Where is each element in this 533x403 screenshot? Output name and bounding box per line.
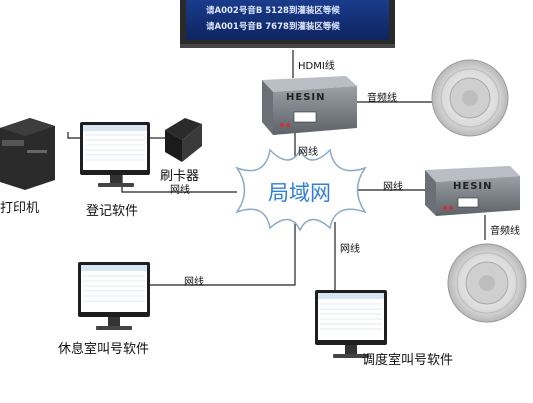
card-reader-label: 刷卡器 bbox=[160, 169, 200, 184]
display-line-1: 请A002号音B 5128到灌装区等候 bbox=[206, 6, 340, 16]
box-brand-top: HESIN bbox=[286, 92, 326, 103]
net-link-label-rest: 网线 bbox=[184, 277, 204, 288]
display-line-2: 请A001号音B 7678到灌装区等候 bbox=[206, 22, 340, 32]
net-link-label-register: 网线 bbox=[170, 185, 190, 196]
printer bbox=[0, 118, 55, 190]
audio-link-label-top: 音频线 bbox=[367, 93, 397, 104]
speaker-top bbox=[431, 59, 509, 137]
net-link-label-right: 网线 bbox=[383, 182, 403, 193]
monitor-dispatch bbox=[315, 290, 387, 358]
monitor-rest bbox=[78, 262, 150, 330]
display-screen bbox=[180, 0, 395, 48]
card-reader bbox=[165, 118, 202, 162]
rest-pc-label: 休息室叫号软件 bbox=[58, 342, 150, 357]
monitor-register bbox=[80, 122, 150, 187]
register-pc-label: 登记软件 bbox=[86, 204, 139, 219]
controller-box-top bbox=[262, 76, 357, 135]
lan-hub-label: 局域网 bbox=[268, 181, 331, 205]
dispatch-pc-label: 调度室叫号软件 bbox=[362, 353, 454, 368]
controller-box-right bbox=[425, 166, 520, 216]
hdmi-link-label: HDMI线 bbox=[298, 61, 335, 72]
net-link-label-dispatch: 网线 bbox=[340, 244, 360, 255]
connection-lines bbox=[67, 50, 486, 295]
printer-label: 打印机 bbox=[0, 201, 40, 216]
speaker-bottom bbox=[447, 243, 527, 323]
audio-link-label-right: 音频线 bbox=[490, 226, 520, 237]
net-link-label-top: 网线 bbox=[298, 147, 318, 158]
box-brand-right: HESIN bbox=[453, 181, 493, 192]
lan-hub-shape bbox=[235, 148, 367, 232]
